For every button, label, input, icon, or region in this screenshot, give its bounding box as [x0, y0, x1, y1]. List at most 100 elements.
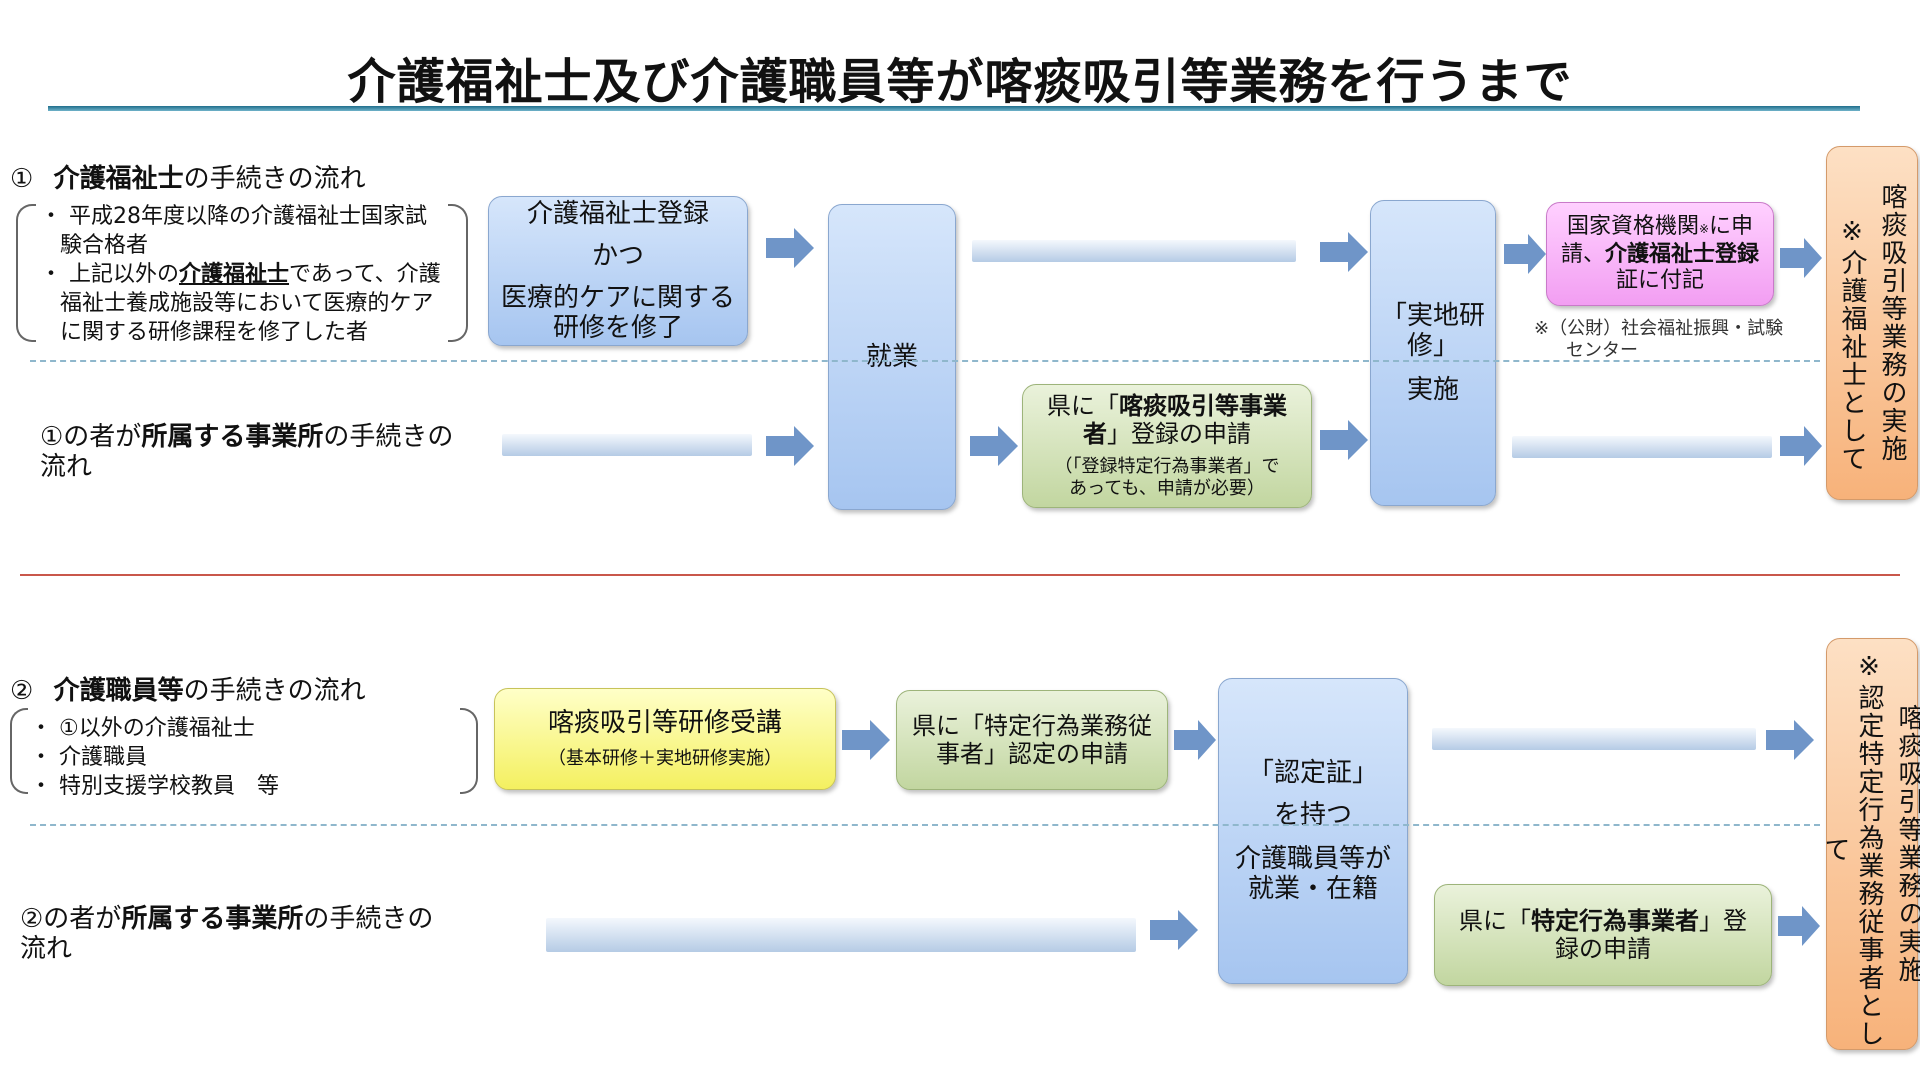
section2-heading: ② 介護職員等の手続きの流れ	[10, 676, 366, 706]
bullet-line: ・ 平成28年度以降の介護福祉士国家試	[40, 204, 427, 229]
flow-arrow-icon	[1150, 908, 1200, 956]
box-note: あっても、申請が必要）	[1069, 478, 1265, 499]
box-text-bold: 喀痰吸引等事業	[1119, 392, 1287, 420]
page-title: 介護福祉士及び介護職員等が喀痰吸引等業務を行うまで	[347, 54, 1573, 110]
box-tokutei-jigyosha: 県に「特定行為事業者」登 録の申請	[1434, 884, 1772, 986]
office-text: の手続きの	[323, 422, 454, 452]
box-text: 」登	[1699, 907, 1747, 935]
box-final-shokuin: 喀痰吸引等業務の実施 ※認定特定行為業務従事者として	[1820, 638, 1920, 1050]
box-text: 「実地研	[1380, 301, 1485, 331]
box-text: 事者」認定の申請	[936, 740, 1128, 768]
box-nintei-shinsei: 県に「特定行為業務従 事者」認定の申請	[896, 690, 1168, 790]
box-text: 医療的ケアに関する	[500, 283, 735, 313]
section1-brace-left	[16, 204, 36, 342]
section2-office-heading: ②の者が所属する事業所の手続きの 流れ	[20, 904, 480, 964]
flow-arrow-icon	[970, 424, 1020, 472]
office-text-bold: 所属する事業所	[121, 904, 304, 934]
box-line: 者」登録の申請	[1083, 420, 1251, 448]
section1-divider	[30, 360, 1820, 362]
section1-number: ①	[10, 164, 34, 194]
flow-arrow-icon	[1320, 418, 1370, 466]
box-text: 証に付記	[1615, 268, 1704, 293]
section2-heading-rest: の手続きの流れ	[183, 676, 366, 706]
section2-number: ②	[10, 676, 34, 706]
flow-arrow-icon	[1780, 236, 1824, 284]
bullet-line: ・ 特別支援学校教員 等	[30, 774, 279, 799]
box-text: 就業・在籍	[1247, 874, 1378, 904]
section-divider	[20, 574, 1900, 576]
section1-heading-rest: の手続きの流れ	[183, 164, 366, 194]
box-text-bold: 特定行為事業者	[1531, 907, 1699, 935]
flow-arrow-icon	[1778, 904, 1822, 952]
bullet-emphasis: 介護福祉士	[179, 262, 290, 287]
section1-office-heading: ①の者が所属する事業所の手続きの 流れ	[40, 422, 500, 482]
box-text: 実施	[1406, 375, 1459, 405]
box-text: 県に「特定行為業務従	[912, 712, 1152, 740]
box-text: かつ	[591, 241, 644, 271]
flow-arrow-icon	[1174, 718, 1218, 766]
flow-arrow-icon	[766, 226, 816, 274]
bullet-line: 福祉士養成施設等において医療的ケア	[60, 291, 434, 316]
box-ninteisho: 「認定証」 を持つ 介護職員等が 就業・在籍	[1218, 678, 1408, 984]
box-text-bold: 者	[1083, 420, 1107, 448]
box-text: 介護職員等が	[1234, 844, 1391, 874]
box-note-mark: ※	[1698, 222, 1710, 236]
office-text-bold: 所属する事業所	[141, 422, 324, 452]
box-tankyuu-kenshu: 喀痰吸引等研修受講 （基本研修＋実地研修実施）	[494, 688, 836, 790]
box-text: 請、	[1560, 242, 1605, 267]
section1-heading: ① 介護福祉士の手続きの流れ	[10, 164, 366, 194]
box-line: 県に「特定行為事業者」登	[1459, 907, 1747, 935]
office-line: ①の者が所属する事業所の手続きの	[40, 422, 500, 452]
section2-heading-bold: 介護職員等	[53, 676, 184, 706]
section2-brace-right	[460, 708, 478, 794]
box-ken-tankyuu-jigyosha: 県に「喀痰吸引等事業 者」登録の申請 （「登録特定行為事業者」で あっても、申請…	[1022, 384, 1312, 508]
final-text: 喀痰吸引等業務の実施	[1894, 704, 1920, 984]
section2-brace-left	[10, 708, 28, 794]
final-text: ※認定特定行為業務従事者として	[1820, 652, 1884, 1048]
note-text: ※（公財）社会福祉振興・試験	[1534, 318, 1784, 339]
bullet-text: であって、介護	[289, 262, 441, 287]
office-text: ②の者が	[20, 904, 122, 934]
box-text: 国家資格機関	[1566, 214, 1699, 239]
flow-bar	[972, 240, 1296, 262]
office-text: 流れ	[40, 452, 93, 482]
flow-arrow-icon	[1504, 232, 1548, 280]
bullet-line: ・ 介護職員	[30, 745, 147, 770]
box-shugyo: 就業	[828, 204, 956, 510]
final-text: ※介護福祉士として	[1837, 217, 1867, 473]
flow-arrow-icon	[1766, 718, 1816, 766]
box-line: 国家資格機関※に申	[1567, 214, 1753, 242]
box-text: 修」	[1406, 331, 1459, 361]
section1-heading-bold: 介護福祉士	[53, 164, 184, 194]
box-text: 喀痰吸引等研修受講	[547, 708, 782, 738]
bullet-line: ・ ①以外の介護福祉士	[30, 716, 255, 741]
footnote-center: ※（公財）社会福祉振興・試験 センター	[1534, 318, 1794, 362]
box-text-bold: 介護福祉士登録	[1605, 242, 1760, 267]
flow-bar	[502, 434, 752, 456]
office-text: ①の者が	[40, 422, 142, 452]
flow-arrow-icon	[1320, 230, 1370, 278]
office-text: 流れ	[20, 934, 73, 964]
box-kokka-shikaku: 国家資格機関※に申 請、介護福祉士登録 証に付記	[1546, 202, 1774, 306]
flow-bar	[1512, 436, 1772, 458]
box-kaigo-registration: 介護福祉士登録 かつ 医療的ケアに関する 研修を修了	[488, 196, 748, 346]
flow-bar	[546, 918, 1136, 952]
box-note: （「登録特定行為事業者」で	[1054, 456, 1280, 477]
section2-divider	[30, 824, 1820, 826]
bullet-line: ・ 上記以外の介護福祉士であって、介護	[40, 260, 470, 289]
final-text: 喀痰吸引等業務の実施	[1877, 183, 1907, 463]
box-text: 研修を修了	[552, 313, 683, 343]
box-final-kaigo: 喀痰吸引等業務の実施 ※介護福祉士として	[1826, 146, 1918, 500]
box-jitchi-kenshu: 「実地研 修」 実施	[1370, 200, 1496, 506]
bullet-line: に関する研修課程を修了した者	[60, 320, 369, 345]
box-line: 請、介護福祉士登録	[1561, 242, 1759, 268]
box-text: に申	[1709, 214, 1754, 239]
office-line: ②の者が所属する事業所の手続きの	[20, 904, 480, 934]
box-text: 」登録の申請	[1107, 420, 1251, 448]
office-text: の手続きの	[303, 904, 434, 934]
box-text: 県に「	[1459, 907, 1531, 935]
flow-arrow-icon	[766, 424, 816, 472]
box-text: 就業	[865, 342, 918, 372]
section2-bullets: ・ ①以外の介護福祉士 ・ 介護職員 ・ 特別支援学校教員 等	[30, 714, 279, 801]
box-text: 介護福祉士登録	[526, 199, 709, 229]
